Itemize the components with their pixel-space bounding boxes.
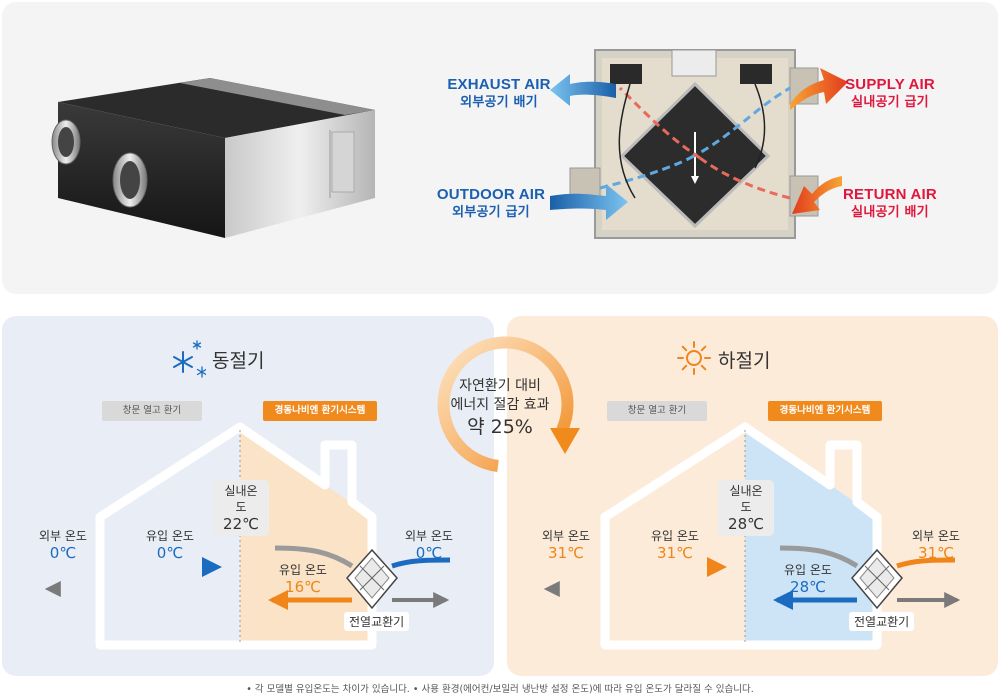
winter-heat-exchanger-icon xyxy=(346,548,398,610)
summer-heat-exchanger-icon xyxy=(851,548,903,610)
energy-saving-text: 자연환기 대비 에너지 절감 효과 약 25% xyxy=(450,378,550,438)
summer-outside-right: 외부 온도 31℃ xyxy=(912,529,960,562)
exhaust-arrow-icon xyxy=(550,74,616,106)
return-arrow-icon xyxy=(792,176,842,214)
summer-tag-window: 창문 열고 환기 xyxy=(607,401,707,421)
winter-tag-window: 창문 열고 환기 xyxy=(102,401,202,421)
summer-hx-label: 전열교환기 xyxy=(849,612,915,631)
supply-air-label: SUPPLY AIR 실내공기 급기 xyxy=(845,76,935,110)
winter-outside-left: 외부 온도 0℃ xyxy=(39,529,87,562)
winter-indoor-temp: 실내온도 22℃ xyxy=(213,480,269,536)
winter-inflow-right: 유입 온도 16℃ xyxy=(279,563,327,596)
outdoor-air-label: OUTDOOR AIR 외부공기 급기 xyxy=(436,186,546,220)
exhaust-air-label: EXHAUST AIR 외부공기 배기 xyxy=(447,76,551,110)
summer-inflow-right: 유입 온도 28℃ xyxy=(784,563,832,596)
supply-arrow-icon xyxy=(790,68,848,110)
winter-house-diagram xyxy=(44,422,451,650)
winter-outside-right: 외부 온도 0℃ xyxy=(405,529,453,562)
summer-inflow-left: 유입 온도 31℃ xyxy=(651,529,699,562)
sun-icon xyxy=(677,341,711,375)
summer-house-diagram xyxy=(543,422,961,650)
summer-title: 하절기 xyxy=(718,350,771,372)
summer-indoor-temp: 실내온도 28℃ xyxy=(718,480,774,536)
summer-outside-left: 외부 온도 31℃ xyxy=(542,529,590,562)
heat-exchanger-schematic xyxy=(569,49,819,239)
winter-hx-label: 전열교환기 xyxy=(344,612,410,631)
snowflake-icon xyxy=(173,340,206,378)
footnote: • 각 모델별 유입온도는 차이가 있습니다. • 사용 환경(에어컨/보일러 … xyxy=(246,684,754,695)
return-air-label: RETURN AIR 실내공기 배기 xyxy=(843,186,937,220)
winter-inflow-left: 유입 온도 0℃ xyxy=(146,529,194,562)
outdoor-arrow-icon xyxy=(550,184,628,220)
energy-saving-arc-icon xyxy=(437,336,580,472)
winter-tag-system: 경동나비엔 환기시스템 xyxy=(263,401,377,421)
winter-title: 동절기 xyxy=(212,350,265,372)
ventilation-unit-image xyxy=(51,78,375,238)
summer-tag-system: 경동나비엔 환기시스템 xyxy=(768,401,882,421)
